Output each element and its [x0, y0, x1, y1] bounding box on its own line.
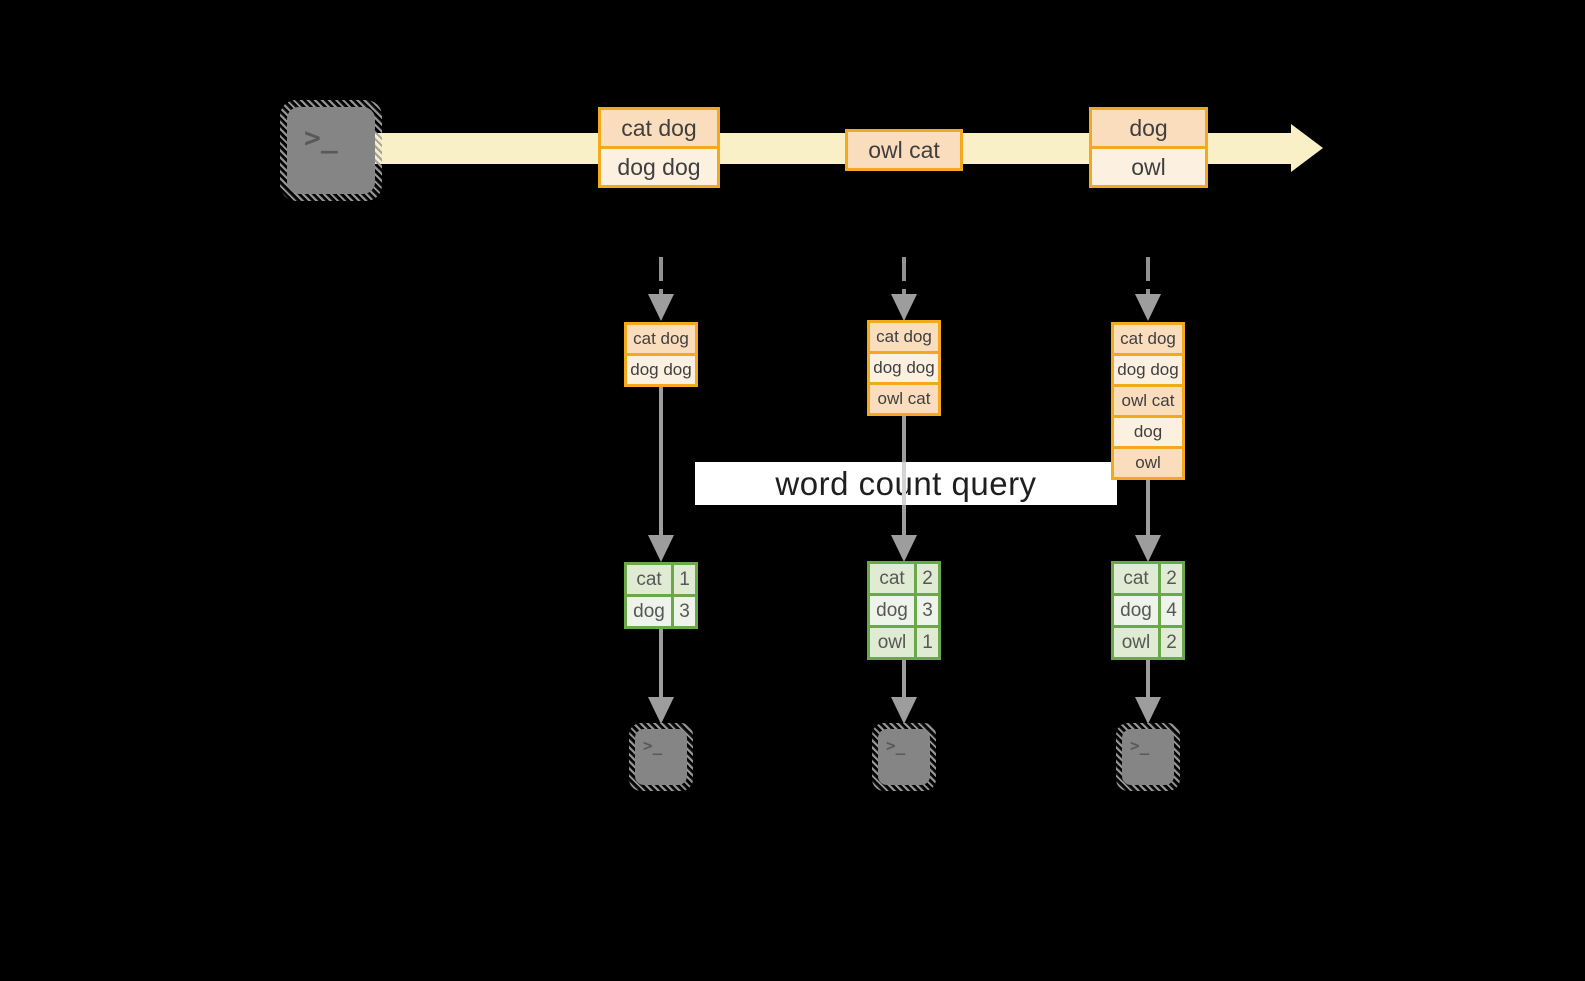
arrow-down-icon: [1135, 294, 1161, 321]
terminal-screen: [1122, 729, 1174, 785]
terminal-consumer-icon-1: >_: [629, 723, 693, 791]
buffer-row: dog: [1114, 415, 1182, 446]
arrow-down-icon: [891, 535, 917, 562]
terminal-prompt-icon: >_: [643, 736, 663, 755]
dashed-connector-1: [659, 257, 663, 295]
arrow-down-icon: [648, 535, 674, 562]
connector-line: [659, 385, 663, 535]
stream-event: dog: [1092, 110, 1205, 146]
count-row: dog 3: [870, 593, 938, 625]
arrow-down-icon: [891, 697, 917, 724]
terminal-consumer-icon-3: >_: [1116, 723, 1180, 791]
arrow-down-icon: [1135, 697, 1161, 724]
arrow-down-icon: [891, 294, 917, 321]
count-value: 1: [674, 565, 695, 594]
stream-event: owl cat: [848, 132, 960, 168]
buffer-row: cat dog: [870, 323, 938, 351]
arrow-down-icon: [648, 697, 674, 724]
count-value: 3: [917, 596, 938, 625]
count-word: cat: [1114, 564, 1161, 593]
count-table-1: cat 1 dog 3: [624, 562, 698, 629]
terminal-consumer-icon-2: >_: [872, 723, 936, 791]
stream-event: cat dog: [601, 110, 717, 146]
count-word: cat: [870, 564, 917, 593]
connector-line: [902, 660, 906, 697]
stream-event-box-2: owl cat: [845, 129, 963, 171]
terminal-producer-icon: >_: [280, 100, 382, 201]
connector-line: [1146, 660, 1150, 697]
count-row: owl 2: [1114, 625, 1182, 657]
terminal-screen: [635, 729, 687, 785]
count-value: 4: [1161, 596, 1182, 625]
buffer-stack-1: cat dog dog dog: [624, 322, 698, 387]
buffer-row: cat dog: [627, 325, 695, 353]
stream-event: dog dog: [601, 146, 717, 185]
count-row: dog 4: [1114, 593, 1182, 625]
terminal-screen: [287, 107, 375, 194]
buffer-stack-3: cat dog dog dog owl cat dog owl: [1111, 322, 1185, 480]
count-row: dog 3: [627, 594, 695, 626]
terminal-prompt-icon: >_: [1130, 736, 1150, 755]
arrow-down-icon: [1135, 535, 1161, 562]
stream-arrow-head-icon: [1291, 124, 1323, 172]
connector-line-over-label: [902, 462, 906, 505]
count-word: owl: [870, 628, 917, 657]
count-value: 2: [917, 564, 938, 593]
dashed-connector-2: [902, 257, 906, 295]
buffer-row: owl cat: [870, 382, 938, 413]
buffer-row: dog dog: [870, 351, 938, 382]
count-word: dog: [870, 596, 917, 625]
buffer-row: owl: [1114, 446, 1182, 477]
arrow-down-icon: [648, 294, 674, 321]
buffer-row: owl cat: [1114, 384, 1182, 415]
stream-event: owl: [1092, 146, 1205, 185]
buffer-row: dog dog: [627, 353, 695, 384]
count-word: dog: [1114, 596, 1161, 625]
stream-event-box-1: cat dog dog dog: [598, 107, 720, 188]
dashed-connector-3: [1146, 257, 1150, 295]
count-word: dog: [627, 597, 674, 626]
buffer-stack-2: cat dog dog dog owl cat: [867, 320, 941, 416]
buffer-row: dog dog: [1114, 353, 1182, 384]
count-value: 1: [917, 628, 938, 657]
terminal-prompt-icon: >_: [886, 736, 906, 755]
connector-line: [1146, 478, 1150, 535]
count-value: 2: [1161, 628, 1182, 657]
count-row: cat 2: [870, 564, 938, 593]
count-row: cat 1: [627, 565, 695, 594]
buffer-row: cat dog: [1114, 325, 1182, 353]
count-table-3: cat 2 dog 4 owl 2: [1111, 561, 1185, 660]
count-word: cat: [627, 565, 674, 594]
count-value: 2: [1161, 564, 1182, 593]
count-row: owl 1: [870, 625, 938, 657]
stream-event-box-3: dog owl: [1089, 107, 1208, 188]
connector-line: [659, 629, 663, 697]
count-value: 3: [674, 597, 695, 626]
count-table-2: cat 2 dog 3 owl 1: [867, 561, 941, 660]
terminal-screen: [878, 729, 930, 785]
query-label: word count query: [695, 462, 1117, 505]
count-row: cat 2: [1114, 564, 1182, 593]
count-word: owl: [1114, 628, 1161, 657]
terminal-prompt-icon: >_: [304, 121, 338, 154]
